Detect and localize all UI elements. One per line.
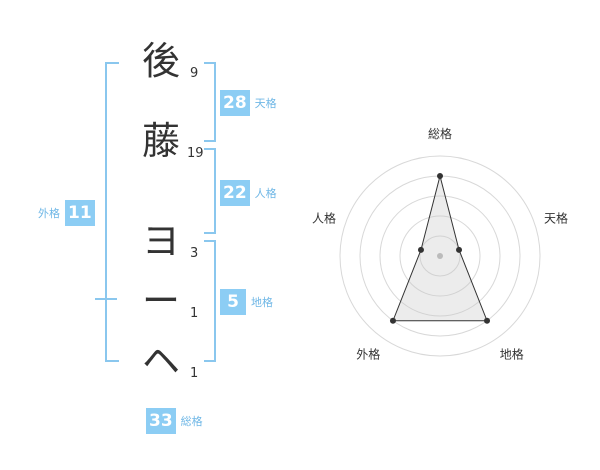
radar-axis-label-4: 外格 bbox=[356, 347, 380, 362]
jinkaku-value: 22 bbox=[220, 180, 250, 206]
chikaku-label: 地格 bbox=[251, 296, 273, 309]
radar-axis-label-5: 人格 bbox=[312, 210, 336, 225]
radar-ring-3 bbox=[379, 195, 501, 317]
radar-point-4 bbox=[389, 317, 396, 324]
radar-axis-label-3: 地格 bbox=[500, 347, 524, 362]
radar-ring-2 bbox=[399, 215, 481, 297]
tenkaku-label: 天格 bbox=[254, 97, 277, 110]
stroke-count-5: 1 bbox=[190, 366, 199, 381]
name-char-5: ヘ bbox=[142, 339, 181, 383]
radar-axis-label-1: 総格 bbox=[428, 126, 452, 141]
chikaku-bracket bbox=[204, 240, 216, 362]
jinkaku-bracket bbox=[204, 148, 216, 234]
soukaku-value: 33 bbox=[146, 408, 176, 434]
chikaku-value: 5 bbox=[220, 289, 246, 315]
radar-ring-5 bbox=[339, 155, 541, 357]
radar-center-dot bbox=[437, 253, 443, 259]
stroke-count-1: 9 bbox=[190, 66, 199, 81]
tenkaku-value: 28 bbox=[220, 90, 250, 116]
name-char-2: 藤 bbox=[142, 119, 181, 163]
soukaku-badge: 33 総格 bbox=[146, 408, 203, 434]
gaikaku-value: 11 bbox=[65, 200, 95, 226]
stroke-count-4: 1 bbox=[190, 306, 199, 321]
family-divider-line bbox=[95, 298, 117, 300]
radar-point-2 bbox=[456, 246, 463, 253]
stroke-count-3: 3 bbox=[190, 246, 199, 261]
radar-ring-1 bbox=[419, 235, 461, 277]
radar-point-5 bbox=[417, 246, 424, 253]
radar-axis-label-2: 天格 bbox=[544, 210, 568, 225]
gaikaku-badge: 外格 11 bbox=[38, 200, 95, 226]
name-char-3: ヨ bbox=[142, 219, 181, 263]
chikaku-badge: 5 地格 bbox=[220, 289, 273, 315]
radar-point-1 bbox=[437, 173, 443, 179]
name-char-4: ー bbox=[142, 279, 181, 323]
gaikaku-bracket bbox=[105, 62, 119, 362]
jinkaku-label: 人格 bbox=[254, 187, 277, 200]
tenkaku-badge: 28 天格 bbox=[220, 90, 277, 116]
stroke-count-2: 19 bbox=[187, 146, 204, 161]
gaikaku-label: 外格 bbox=[38, 207, 60, 220]
radar-point-3 bbox=[484, 317, 491, 324]
jinkaku-badge: 22 人格 bbox=[220, 180, 277, 206]
name-char-1: 後 bbox=[142, 39, 181, 83]
soukaku-label: 総格 bbox=[180, 415, 203, 428]
tenkaku-bracket bbox=[204, 62, 216, 142]
radar-area bbox=[392, 175, 488, 322]
